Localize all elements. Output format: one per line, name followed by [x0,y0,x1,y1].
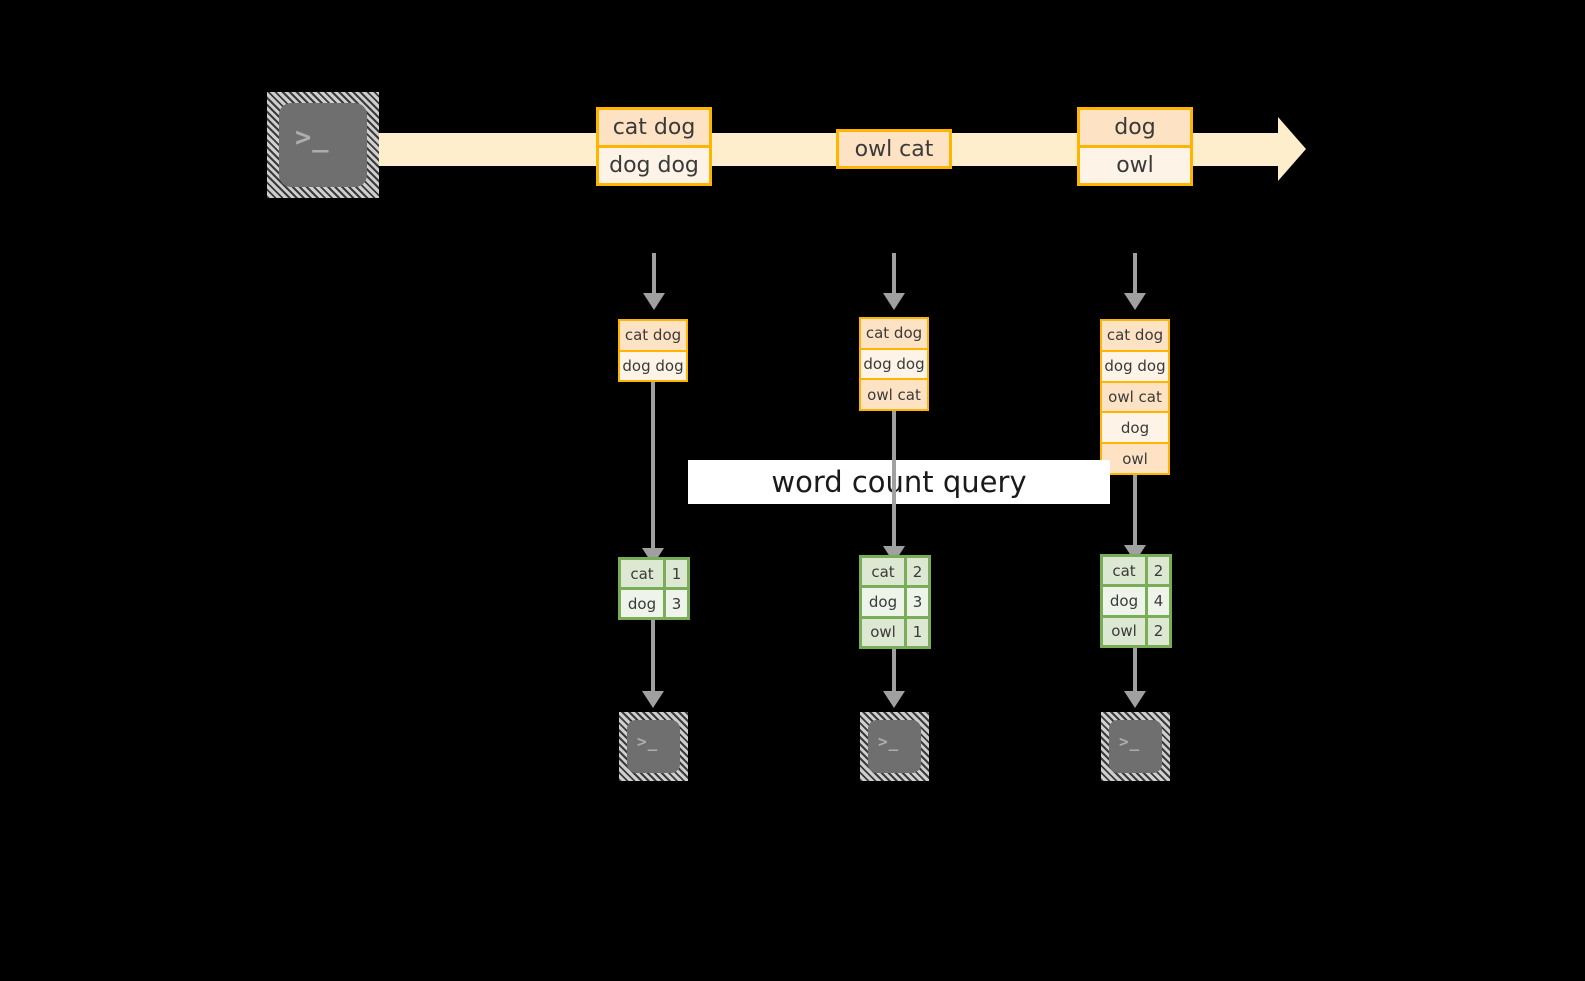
consumer-terminal-2[interactable]: >_ [860,712,929,781]
message-line: owl cat [839,132,949,166]
state-to-result-line-3 [1133,475,1137,554]
table-row: cat 2 [862,558,928,586]
terminal-prompt-glyph: >_ [1119,732,1141,751]
result-word: dog [1103,587,1145,615]
state-row: dog dog [861,347,927,379]
result-to-consumer-arrowhead-1 [642,691,664,708]
stream-message-3[interactable]: dog owl [1077,107,1193,186]
result-word: cat [862,558,904,586]
result-word: dog [621,590,663,617]
stream-message-1[interactable]: cat dog dog dog [596,107,712,186]
stream-state-1[interactable]: cat dog dog dog [618,319,688,382]
state-row: owl cat [861,378,927,410]
query-banner-label: word count query [771,465,1027,499]
result-to-consumer-arrowhead-2 [883,691,905,708]
state-row: dog dog [620,349,686,380]
result-to-consumer-arrowhead-3 [1124,691,1146,708]
stream-to-state-line-1 [652,253,656,295]
state-to-result-line-2 [892,411,896,554]
terminal-face [1109,720,1162,773]
result-to-consumer-line-2 [892,649,896,697]
result-word: cat [621,560,663,587]
state-row: cat dog [1102,321,1168,350]
result-count: 3 [904,588,928,616]
table-row: cat 2 [1103,557,1169,585]
result-count: 1 [904,618,928,646]
table-row: owl 2 [1103,614,1169,645]
consumer-terminal-1[interactable]: >_ [619,712,688,781]
message-line: owl [1080,145,1190,183]
state-row: owl [1102,442,1168,473]
result-count: 1 [663,560,687,587]
state-row: cat dog [861,319,927,348]
terminal-prompt-glyph: >_ [295,122,330,153]
result-count: 2 [1145,617,1169,645]
result-table-2[interactable]: cat 2 dog 3 owl 1 [859,555,931,649]
stream-message-2[interactable]: owl cat [836,129,952,169]
terminal-face [279,103,367,187]
message-line: dog [1080,110,1190,145]
stream-to-state-line-3 [1133,253,1137,295]
state-row: cat dog [620,321,686,350]
stream-to-state-arrowhead-3 [1124,293,1146,310]
table-row: owl 1 [862,615,928,646]
result-to-consumer-line-3 [1133,648,1137,697]
message-line: dog dog [599,145,709,183]
stream-to-state-arrowhead-1 [643,293,665,310]
result-to-consumer-line-1 [651,620,655,697]
state-row: dog [1102,411,1168,443]
state-to-result-line-1 [651,382,655,554]
state-row: owl cat [1102,380,1168,412]
message-line: cat dog [599,110,709,145]
producer-terminal[interactable]: >_ [267,92,379,198]
table-row: dog 4 [1103,584,1169,615]
table-row: dog 3 [862,585,928,616]
terminal-prompt-glyph: >_ [878,732,900,751]
table-row: cat 1 [621,560,687,587]
terminal-face [868,720,921,773]
result-word: dog [862,588,904,616]
terminal-prompt-glyph: >_ [637,732,659,751]
result-count: 3 [663,590,687,617]
result-word: cat [1103,557,1145,585]
state-row: dog dog [1102,349,1168,381]
table-row: dog 3 [621,587,687,617]
result-count: 4 [1145,587,1169,615]
consumer-terminal-3[interactable]: >_ [1101,712,1170,781]
terminal-face [627,720,680,773]
stream-state-2[interactable]: cat dog dog dog owl cat [859,317,929,411]
stream-to-state-line-2 [892,253,896,295]
result-word: owl [1103,617,1145,645]
query-banner: word count query [688,460,1110,504]
result-word: owl [862,618,904,646]
stream-to-state-arrowhead-2 [883,293,905,310]
result-table-3[interactable]: cat 2 dog 4 owl 2 [1100,554,1172,648]
stream-arrow-head [1278,117,1309,181]
result-table-1[interactable]: cat 1 dog 3 [618,557,690,620]
result-count: 2 [904,558,928,586]
result-count: 2 [1145,557,1169,585]
stream-state-3[interactable]: cat dog dog dog owl cat dog owl [1100,319,1170,475]
